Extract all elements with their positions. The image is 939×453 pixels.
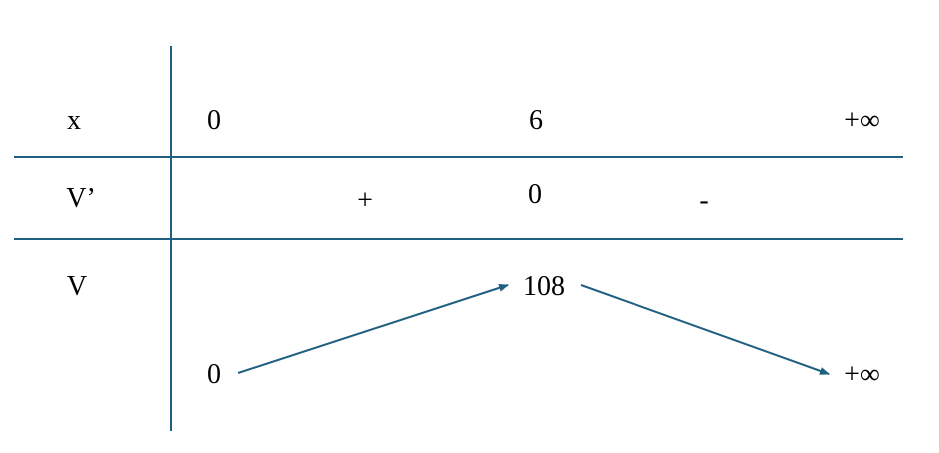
increasing-arrow [237, 283, 509, 374]
x-value-start: 0 [207, 105, 221, 136]
row-label-x: x [67, 105, 81, 136]
decreasing-arrow [580, 284, 830, 375]
function-value-start: 0 [207, 359, 221, 390]
function-value-peak: 108 [523, 271, 565, 302]
x-value-end: +∞ [844, 105, 880, 136]
derivative-sign-left: + [357, 185, 373, 216]
derivative-zero: 0 [528, 179, 542, 210]
x-value-critical: 6 [529, 105, 543, 136]
function-value-end: +∞ [844, 359, 880, 390]
row-label-derivative: V’ [66, 183, 96, 214]
derivative-sign-right: - [699, 185, 709, 216]
row-label-function: V [66, 271, 88, 302]
